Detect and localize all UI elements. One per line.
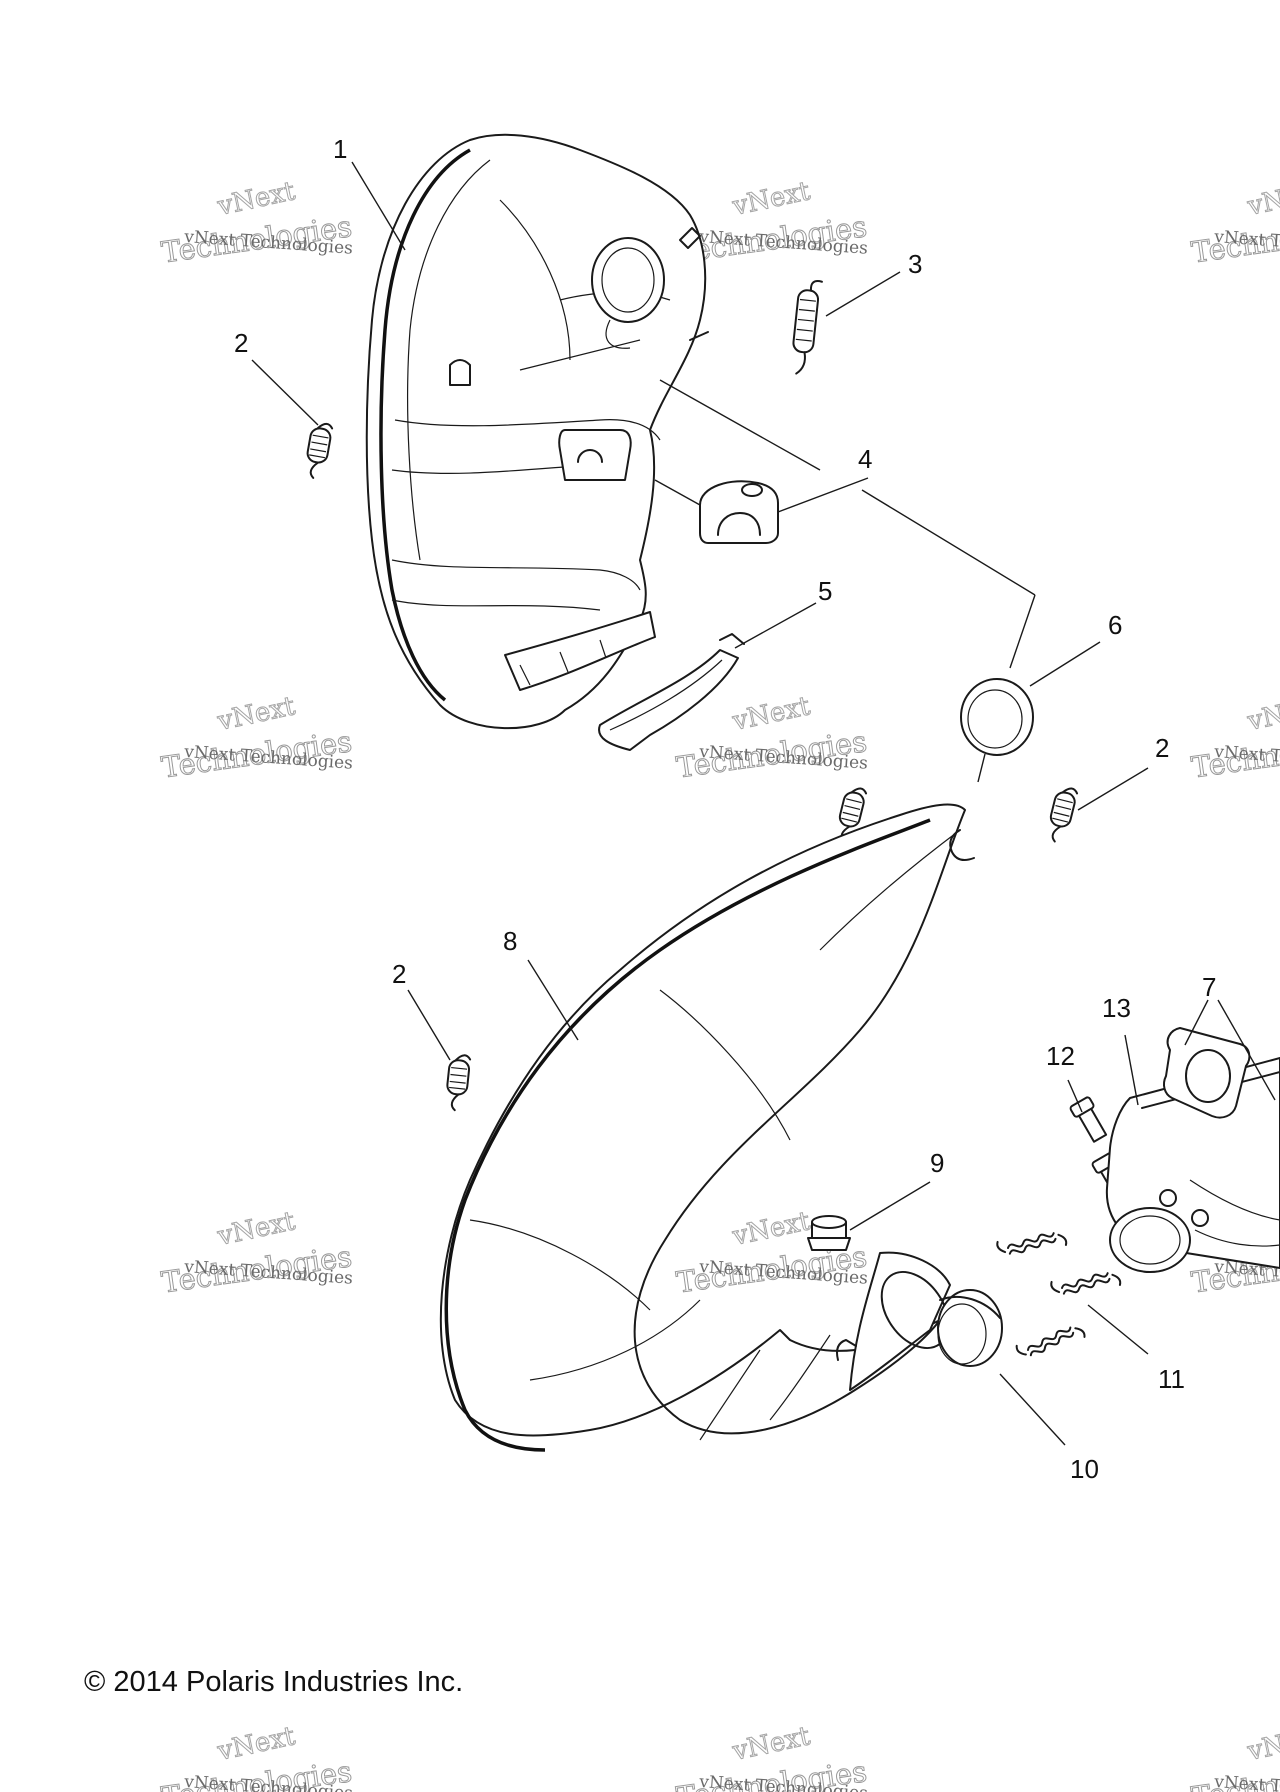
callout-13: 13: [1102, 993, 1131, 1023]
callout-9: 9: [930, 1148, 944, 1178]
part-6-gasket: [960, 678, 1034, 756]
callout-11: 11: [1158, 1364, 1185, 1394]
callout-1: 1: [333, 134, 347, 164]
callout-2: 2: [392, 959, 406, 989]
callout-6: 6: [1108, 610, 1122, 640]
callout-3: 3: [908, 249, 922, 279]
part-5-heat-shield: [598, 633, 745, 751]
part-4-mount-clip: [699, 480, 779, 544]
callout-2: 2: [234, 328, 248, 358]
part-2-spring-c: [1044, 784, 1079, 845]
part-13-manifold: [1105, 1057, 1280, 1273]
part-11-springs: [995, 1220, 1123, 1369]
callout-2: 2: [1155, 733, 1169, 763]
part-2-spring-d: [443, 1052, 472, 1113]
callout-5: 5: [818, 576, 832, 606]
callout-8: 8: [503, 926, 517, 956]
callout-10: 10: [1070, 1454, 1099, 1484]
copyright-notice: © 2014 Polaris Industries Inc.: [84, 1666, 464, 1698]
callout-12: 12: [1046, 1041, 1075, 1071]
callout-7: 7: [1202, 972, 1216, 1002]
part-2-spring-a: [302, 420, 334, 481]
part-9-plug: [807, 1215, 851, 1251]
part-8-exhaust-pipe: [439, 803, 975, 1452]
part-1-silencer: [365, 133, 709, 730]
part-3-spring: [792, 280, 823, 375]
callout-labels: 1 2 3 4 5 6 2 2 8 7 13 12 9 11 10: [234, 134, 1216, 1484]
callout-4: 4: [858, 444, 872, 474]
leader-lines: [251, 161, 1276, 1446]
part-10-clamp-ring: [937, 1289, 1003, 1367]
part-7-gasket: [1163, 1027, 1251, 1119]
